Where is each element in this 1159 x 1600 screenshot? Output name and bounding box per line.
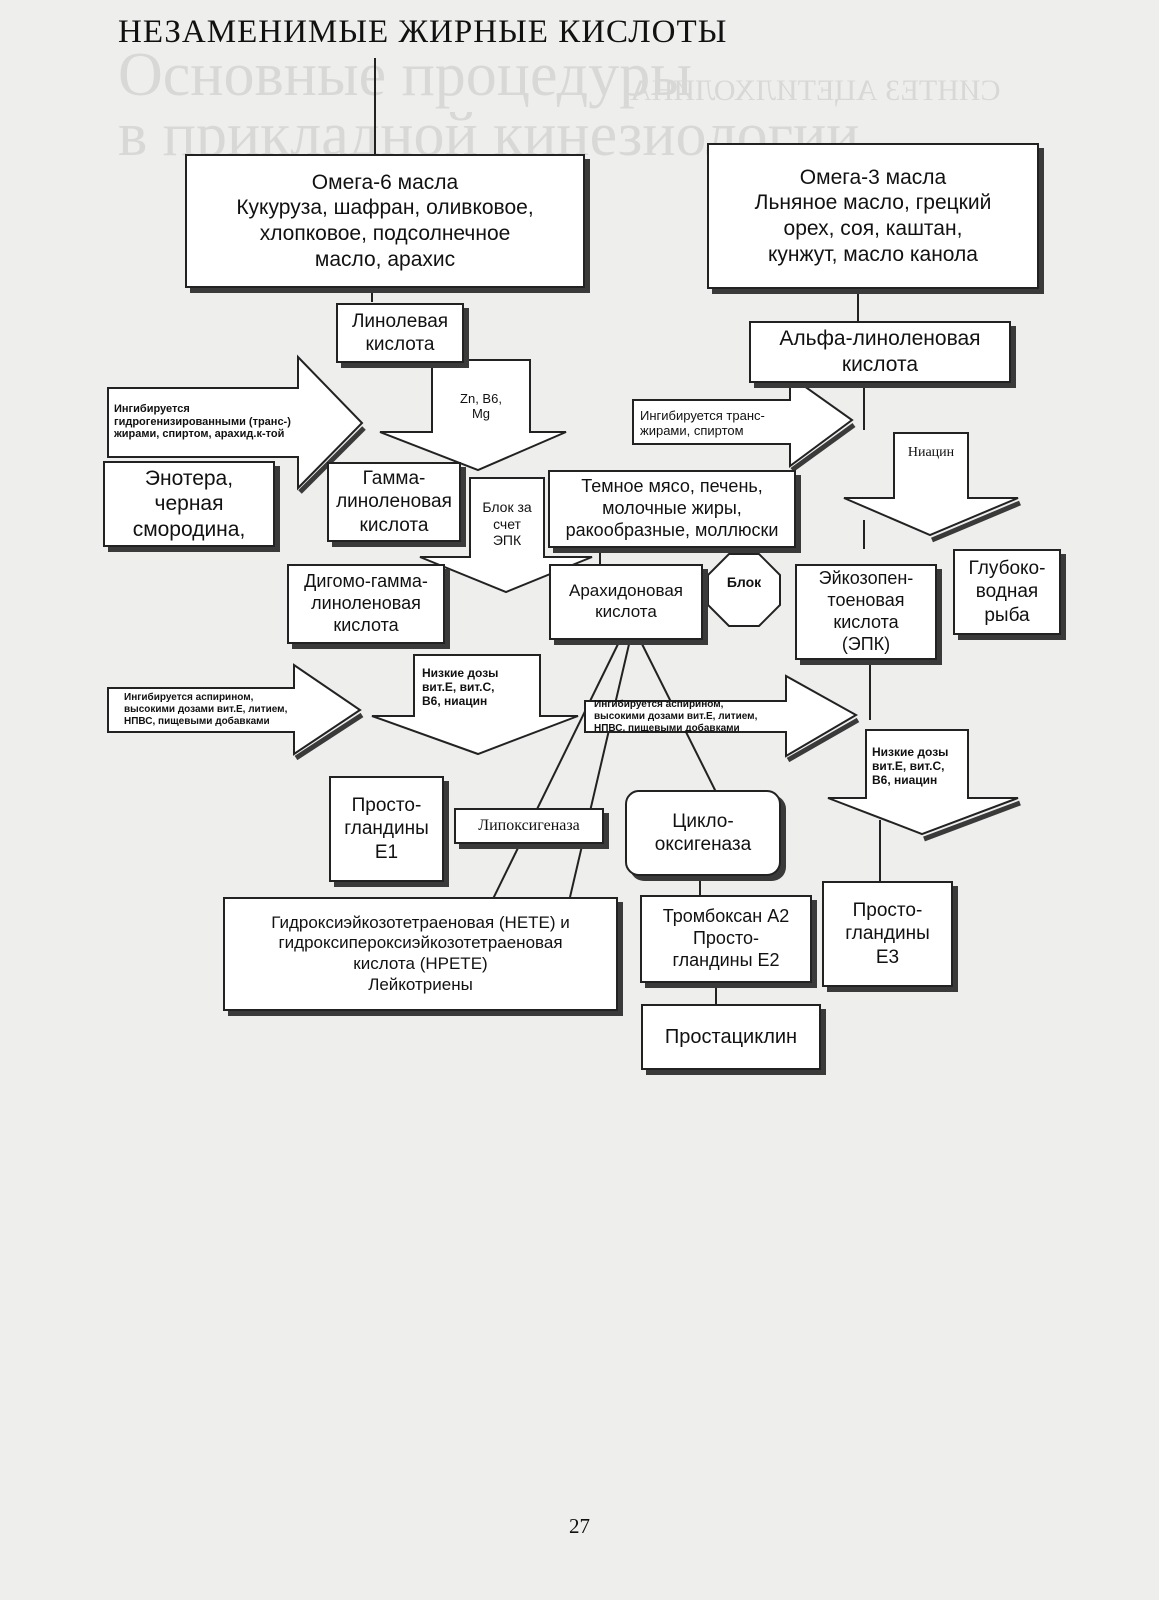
label-inhibit-hydrogenated: Ингибируется гидрогенизированными (транс…: [114, 402, 291, 441]
node-prostaglandins-e3: Просто- гландины Е3: [822, 881, 953, 987]
arrow-inhibit-hydro: [107, 354, 364, 491]
node-omega3: Омега-3 масла Льняное масло, грецкий оре…: [707, 143, 1039, 289]
node-hete-hpete: Гидроксиэйкозотетраеновая (НЕТЕ) и гидро…: [223, 897, 618, 1011]
label-niacin: Ниацин: [907, 444, 955, 460]
node-omega6: Омега-6 масла Кукуруза, шафран, оливково…: [185, 154, 585, 288]
arrow-low-doses-right: [827, 729, 1019, 836]
arrow-inhibit-aspirin-left: [107, 663, 362, 756]
arrow-inhibit-aspirin-mid: [584, 674, 859, 758]
page-number: 27: [569, 1514, 590, 1538]
label-inhibit-aspirin-mid: Ингибируется аспирином, высокими дозами …: [594, 699, 758, 734]
arrow-low-doses-left: [371, 654, 579, 756]
link-aa-cox-left: [559, 639, 631, 941]
label-inhibit-aspirin-left: Ингибируется аспирином, высокими дозами …: [124, 692, 288, 727]
node-alpha-linolenic-acid: Альфа-линоленовая кислота: [749, 321, 1011, 383]
node-prostacyclin: Простациклин: [641, 1004, 821, 1070]
arrow-inhibit-trans: [632, 374, 854, 468]
node-arachidonic-acid: Арахидоновая кислота: [549, 564, 703, 640]
block-octagon: [707, 553, 781, 627]
label-block: Блок: [726, 574, 762, 590]
node-linoleic-acid: Линолевая кислота: [336, 303, 464, 363]
node-epa: Эйкозопен- тоеновая кислота (ЭПК): [795, 564, 937, 660]
label-block-epa: Блок за счет ЭПК: [482, 499, 532, 549]
label-low-doses-left: Низкие дозы вит.Е, вит.С, В6, ниацин: [422, 665, 499, 709]
label-low-doses-right: Низкие дозы вит.Е, вит.С, В6, ниацин: [872, 744, 949, 788]
node-gamma-linolenic-acid: Гамма- линоленовая кислота: [327, 462, 461, 542]
label-zn-b6-mg: Zn, B6, Mg: [460, 390, 502, 421]
node-thromboxane-pge2: Тромбоксан А2 Просто- гландины Е2: [640, 895, 812, 983]
arrow-niacin: [843, 432, 1019, 537]
link-aa-lipox: [489, 639, 621, 906]
node-cyclooxygenase: Цикло- оксигеназа: [625, 790, 781, 876]
node-meat-sources: Темное мясо, печень, молочные жиры, рако…: [548, 470, 796, 548]
node-prostaglandins-e1: Просто- гландины Е1: [329, 776, 444, 882]
node-dgla: Дигомо-гамма- линоленовая кислота: [287, 564, 445, 644]
label-inhibit-trans: Ингибируется транс- жирами, спиртом: [640, 407, 765, 438]
page-title: НЕЗАМЕНИМЫЕ ЖИРНЫЕ КИСЛОТЫ: [118, 14, 728, 50]
node-deep-sea-fish: Глубоко- водная рыба: [953, 549, 1061, 635]
node-evening-primrose: Энотера, черная смородина,: [103, 461, 275, 547]
label-lipoxygenase: Липоксигеназа: [454, 808, 604, 844]
arrow-zn-b6-mg: [379, 359, 567, 472]
